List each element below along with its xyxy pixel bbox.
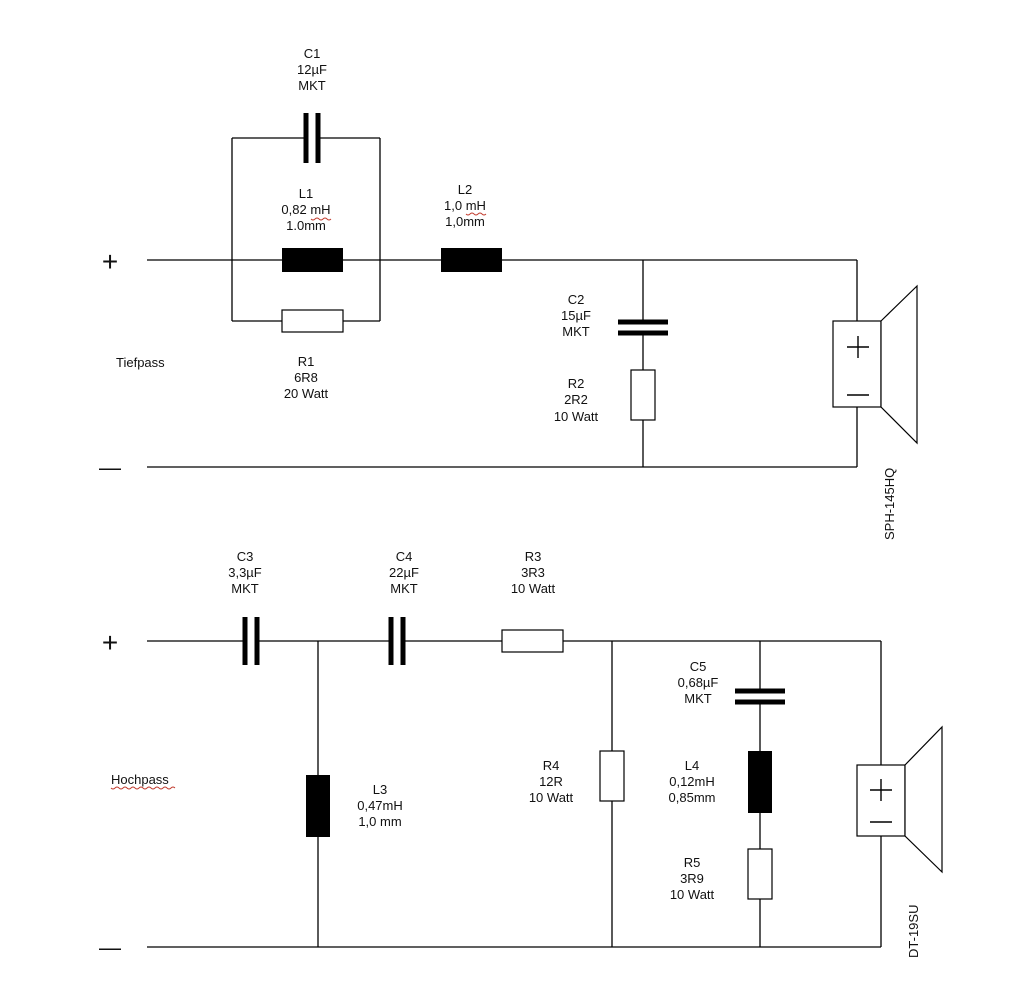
c1-value: 12µF (297, 62, 327, 77)
tiefpass-minus-terminal: — (99, 455, 121, 480)
l1-wire: 1.0mm (286, 218, 326, 233)
l2-name: L2 (458, 182, 472, 197)
tiefpass-title: Tiefpass (116, 355, 165, 370)
inductor-l3 (306, 775, 330, 837)
l4-name: L4 (685, 758, 699, 773)
capacitor-c4 (388, 617, 406, 665)
inductor-l2 (441, 248, 502, 272)
hochpass-plus-terminal: + (102, 627, 118, 658)
l1-name: L1 (299, 186, 313, 201)
l2-wire: 1,0mm (445, 214, 485, 229)
r5-name: R5 (684, 855, 701, 870)
tweeter-speaker-icon (856, 725, 943, 874)
tweeter-model-label: DT-19SU (906, 905, 921, 958)
l4-wire: 0,85mm (669, 790, 716, 805)
capacitor-c5 (735, 688, 785, 705)
l3-name: L3 (373, 782, 387, 797)
c3-name: C3 (237, 549, 254, 564)
hochpass-title: Hochpass (111, 772, 169, 787)
l1-value: 0,82 mH (281, 202, 330, 217)
c1-type: MKT (298, 78, 326, 93)
resistor-r3 (501, 629, 564, 653)
tiefpass-wires (147, 137, 858, 468)
c2-type: MKT (562, 324, 590, 339)
hochpass-circuit: + — Hochpass C3 3,3µF MK (99, 549, 943, 960)
spellcheck-mark (110, 786, 176, 790)
r2-value: 2R2 (564, 392, 588, 407)
c5-name: C5 (690, 659, 707, 674)
r5-value: 3R9 (680, 871, 704, 886)
spellcheck-mark (310, 217, 332, 221)
c4-type: MKT (390, 581, 418, 596)
resistor-r4 (599, 750, 625, 802)
c5-value: 0,68µF (678, 675, 719, 690)
resistor-r5 (747, 848, 773, 900)
l3-value: 0,47mH (357, 798, 403, 813)
capacitor-c1 (303, 113, 321, 163)
r2-name: R2 (568, 376, 585, 391)
c3-value: 3,3µF (228, 565, 262, 580)
c4-value: 22µF (389, 565, 419, 580)
c2-name: C2 (568, 292, 585, 307)
hochpass-wires (147, 640, 882, 948)
l2-value: 1,0 mH (444, 198, 486, 213)
l4-value: 0,12mH (669, 774, 715, 789)
capacitor-c2 (618, 319, 668, 336)
resistor-r2 (630, 369, 656, 421)
r3-value: 3R3 (521, 565, 545, 580)
inductor-l1 (282, 248, 343, 272)
r4-name: R4 (543, 758, 560, 773)
woofer-speaker-icon (832, 284, 918, 445)
inductor-l4 (748, 751, 772, 813)
r3-power: 10 Watt (511, 581, 556, 596)
c3-type: MKT (231, 581, 259, 596)
r3-name: R3 (525, 549, 542, 564)
r4-power: 10 Watt (529, 790, 574, 805)
tiefpass-plus-terminal: + (102, 246, 118, 277)
c1-name: C1 (304, 46, 321, 61)
r1-name: R1 (298, 354, 315, 369)
r1-value: 6R8 (294, 370, 318, 385)
spellcheck-mark (465, 212, 487, 216)
r4-value: 12R (539, 774, 563, 789)
c5-type: MKT (684, 691, 712, 706)
c2-value: 15µF (561, 308, 591, 323)
woofer-model-label: SPH-145HQ (882, 468, 897, 540)
r1-power: 20 Watt (284, 386, 329, 401)
c4-name: C4 (396, 549, 413, 564)
r5-power: 10 Watt (670, 887, 715, 902)
capacitor-c3 (242, 617, 260, 665)
resistor-r1 (281, 309, 344, 333)
l3-wire: 1,0 mm (358, 814, 401, 829)
r2-power: 10 Watt (554, 409, 599, 424)
hochpass-minus-terminal: — (99, 935, 121, 960)
tiefpass-circuit: + — Tiefpass C1 12µF M (99, 46, 918, 540)
